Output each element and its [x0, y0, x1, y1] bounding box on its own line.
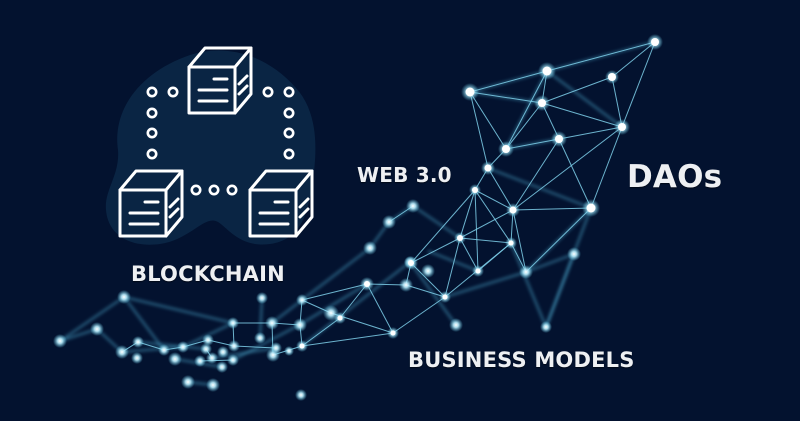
blockchain-label: BLOCKCHAIN: [131, 262, 285, 286]
web3-label: WEB 3.0: [357, 163, 452, 187]
cube-bottom-right-icon: [248, 169, 314, 238]
cube-bottom-left-icon: [118, 169, 184, 238]
network-nodes: [53, 34, 663, 401]
daos-label: DAOs: [627, 159, 723, 195]
blockchain-blob: [105, 50, 316, 245]
business-models-label: BUSINESS MODELS: [408, 348, 635, 372]
ring-dots-icon: [146, 86, 295, 196]
network-lines-back: [59, 40, 656, 387]
cube-top-icon: [187, 46, 253, 115]
